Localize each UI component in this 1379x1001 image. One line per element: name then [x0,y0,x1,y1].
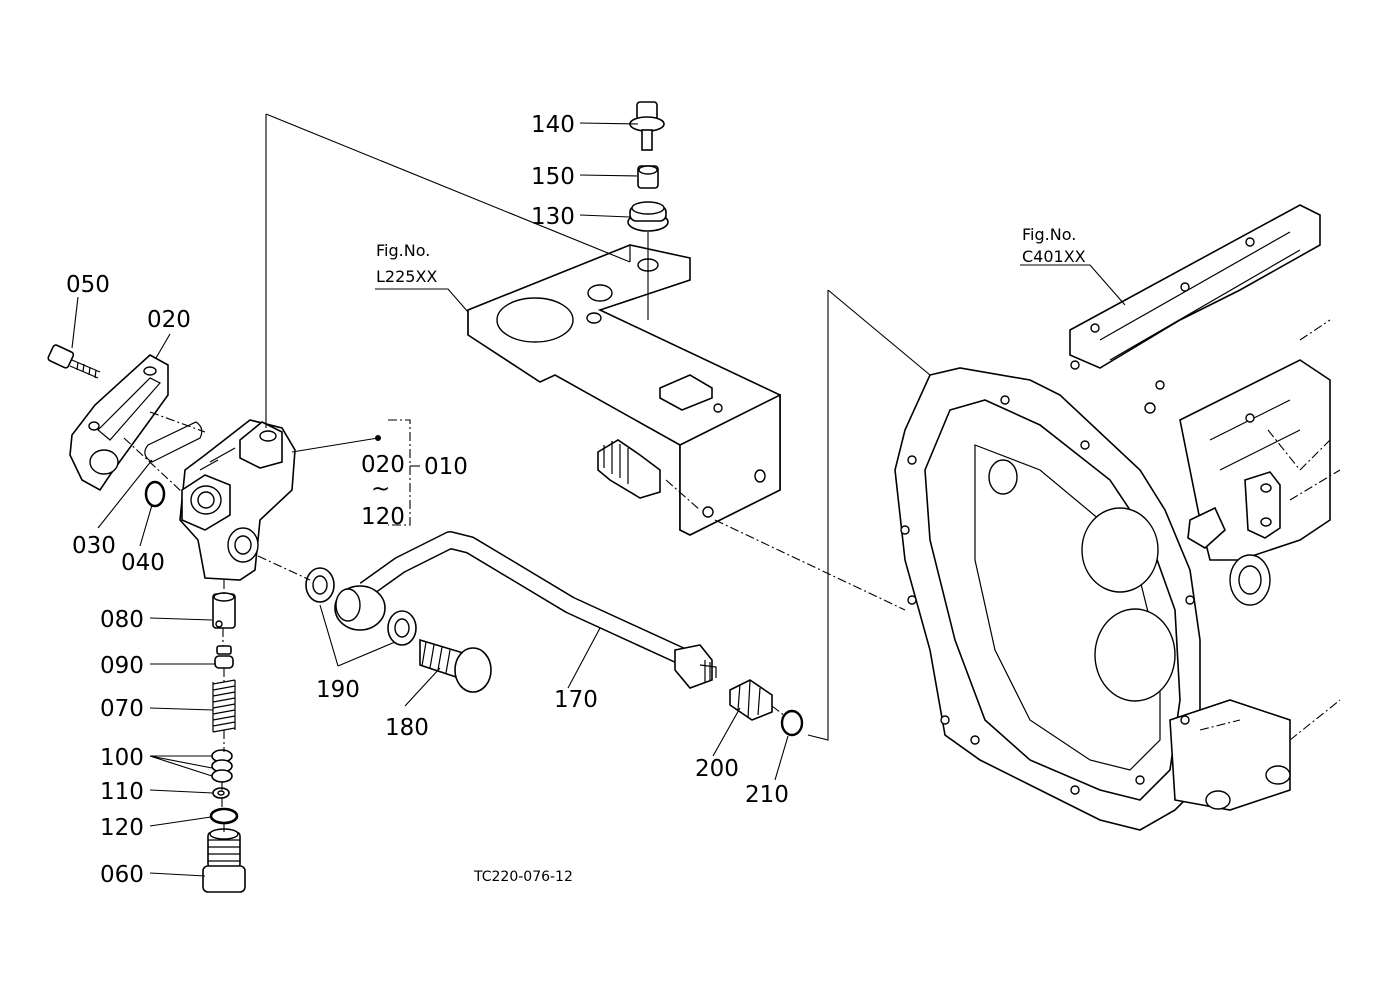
label-140: 140 [531,112,575,138]
projection-lines [123,113,1341,832]
part-070-spring [212,679,236,733]
part-050-bolt [47,344,101,379]
part-150-collar [637,165,659,189]
part-180-banjo-bolt [419,638,492,693]
fig-left-code: L225XX [376,267,437,286]
part-190-washers [305,567,417,646]
leader-lines [71,122,1126,877]
label-110: 110 [100,779,144,805]
label-130: 130 [531,204,575,230]
fig-left-title: Fig.No. [376,241,430,260]
label-090: 090 [100,653,144,679]
part-040-o-ring [144,480,166,508]
label-020-range-start: 020 [361,452,405,478]
label-200: 200 [695,756,739,782]
transmission-case [894,204,1331,831]
part-120-o-ring [209,807,239,825]
label-100: 100 [100,745,144,771]
part-080-plunger [212,592,236,629]
part-200-adapter [729,679,773,721]
part-030-o-ring [144,421,203,463]
label-040: 040 [121,550,165,576]
label-020: 020 [147,307,191,333]
part-090-poppet [214,645,234,669]
label-080: 080 [100,607,144,633]
label-180: 180 [385,715,429,741]
label-190: 190 [316,677,360,703]
label-120-range-end: 120 [361,504,405,530]
part-110-washer [212,787,230,799]
label-030: 030 [72,533,116,559]
label-050: 050 [66,272,110,298]
label-070: 070 [100,696,144,722]
fig-right-title: Fig.No. [1022,225,1076,244]
drawing-code: TC220-076-12 [473,869,573,885]
part-140-bolt [629,101,665,151]
upper-bracket [467,244,781,536]
fig-right-code: C401XX [1022,247,1086,266]
label-170: 170 [554,687,598,713]
label-010: 010 [424,454,468,480]
part-020-cover [69,354,169,492]
label-120: 120 [100,815,144,841]
part-100-shims [211,749,233,783]
part-130-grommet [627,201,669,232]
label-060: 060 [100,862,144,888]
part-210-o-ring [780,709,804,737]
label-150: 150 [531,164,575,190]
part-labels: 140 150 130 050 020 030 040 020 ~ 120 01… [66,112,1086,888]
label-range-tilde: ~ [371,476,390,502]
part-060-plug [202,828,246,893]
label-210: 210 [745,782,789,808]
part-010-valve-body [179,419,296,581]
part-170-pipe [334,531,717,689]
